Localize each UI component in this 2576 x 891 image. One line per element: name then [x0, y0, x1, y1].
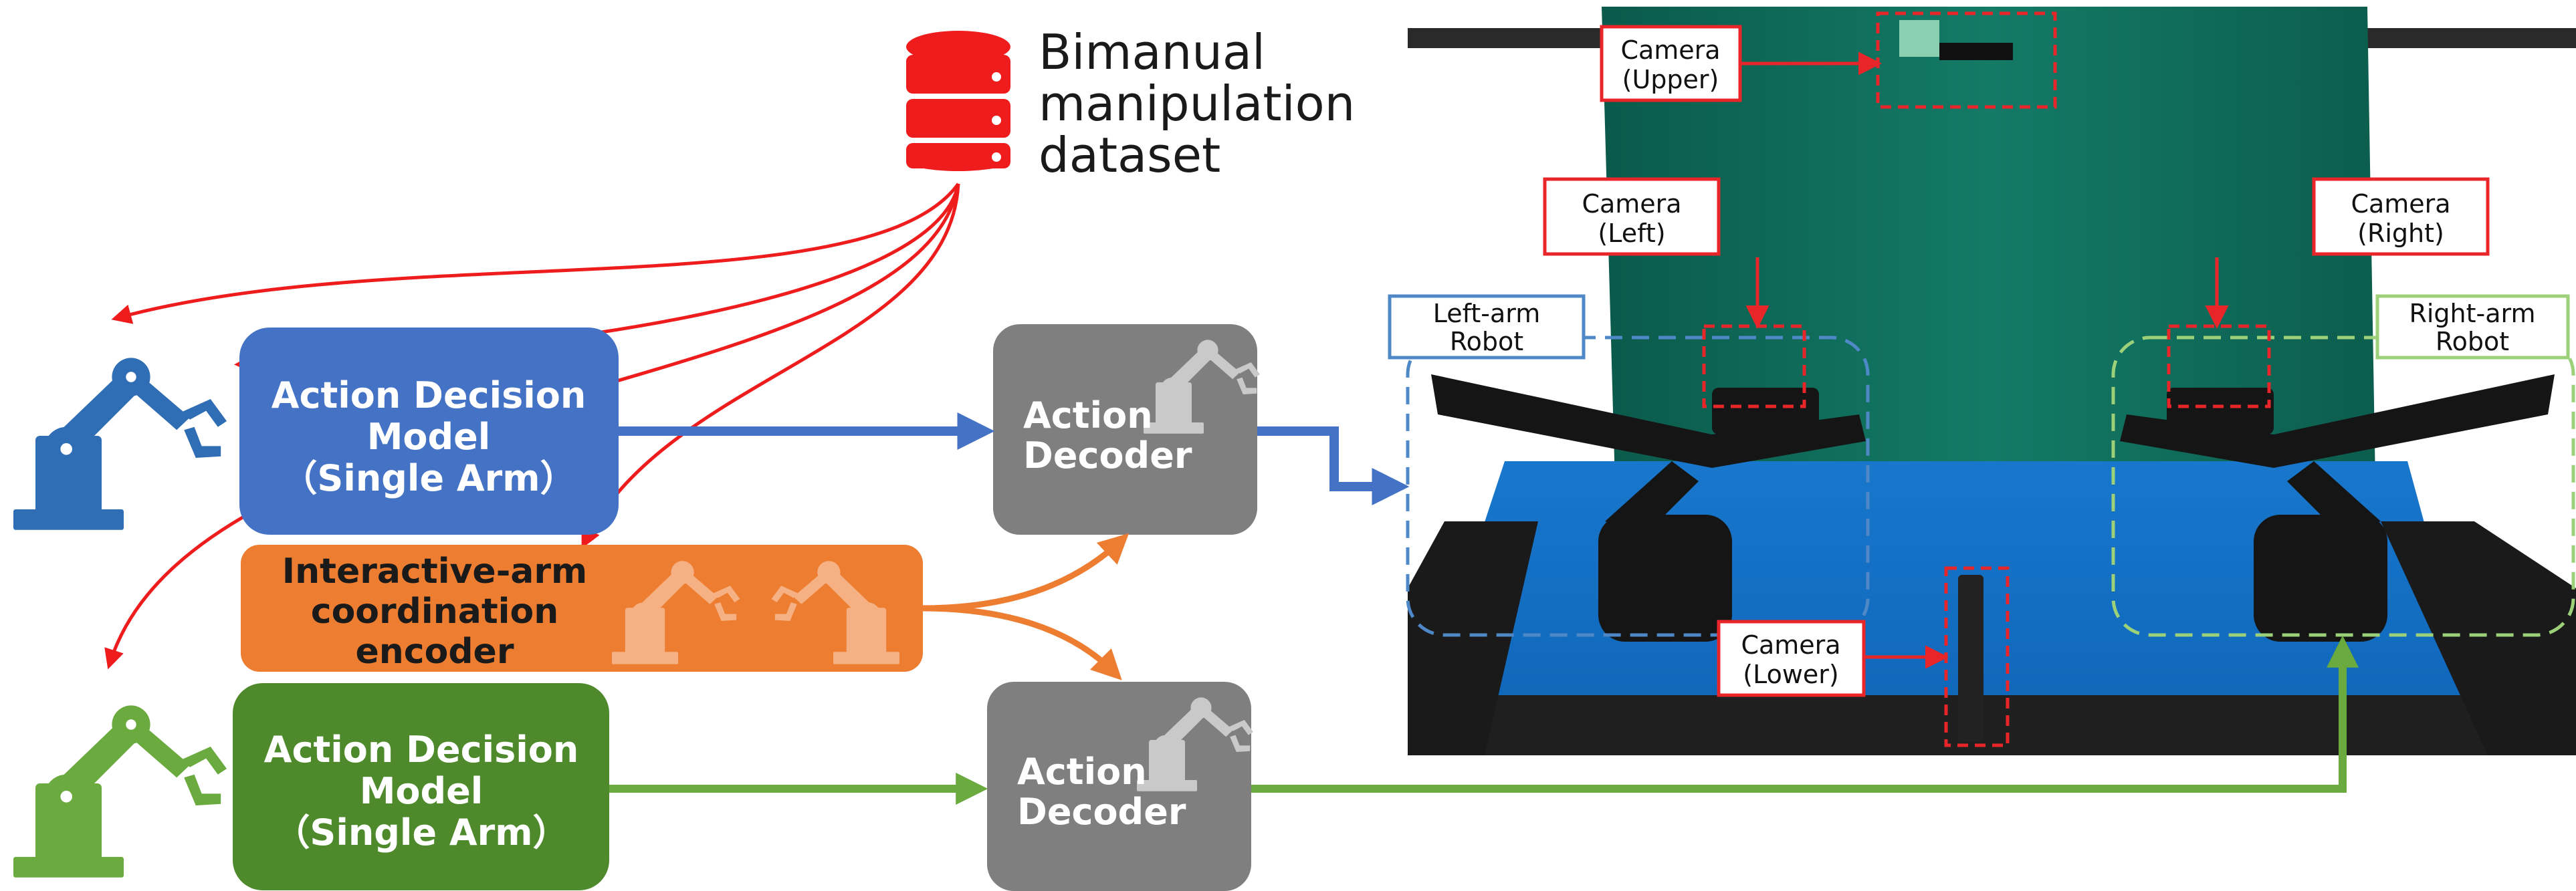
action-decoder-left: Action Decoder [993, 324, 1260, 535]
svg-text:Model: Model [367, 416, 491, 458]
robot-setup-photo [1408, 0, 2576, 755]
svg-text:Decoder: Decoder [1017, 791, 1186, 833]
svg-text:(Lower): (Lower) [1743, 660, 1838, 689]
svg-text:Left-arm: Left-arm [1433, 299, 1540, 328]
robot-arm-icon [13, 358, 227, 530]
svg-text:(Left): (Left) [1598, 219, 1665, 248]
svg-text:manipulation: manipulation [1039, 76, 1355, 132]
camera-left-label: Camera (Left) [1543, 177, 1721, 256]
camera-left-marker [1702, 324, 1806, 408]
svg-text:Robot: Robot [1450, 327, 1523, 356]
left-arm-robot-label: Left-arm Robot [1388, 294, 1586, 360]
action-decision-model-left: Action Decision Model （Single Arm） [239, 328, 619, 535]
svg-text:Decoder: Decoder [1023, 434, 1192, 477]
svg-text:Bimanual: Bimanual [1039, 24, 1265, 80]
svg-text:Action Decision: Action Decision [264, 729, 579, 771]
svg-text:Right-arm: Right-arm [2409, 299, 2535, 328]
svg-text:(Right): (Right) [2357, 219, 2444, 248]
svg-text:Robot: Robot [2436, 327, 2509, 356]
dataset-label: Bimanual manipulation dataset [1039, 24, 1355, 183]
svg-text:Camera: Camera [1582, 189, 1681, 219]
svg-text:Action Decision: Action Decision [272, 374, 586, 416]
svg-text:Camera: Camera [2351, 189, 2450, 219]
camera-right-marker [2167, 324, 2271, 408]
left-decoder-to-robot-arrow [1257, 426, 1410, 505]
svg-text:coordination: coordination [311, 592, 559, 632]
svg-text:Interactive-arm: Interactive-arm [282, 551, 587, 592]
svg-text:dataset: dataset [1039, 127, 1220, 183]
camera-upper-label: Camera (Upper) [1600, 25, 1742, 102]
database-icon [906, 31, 1010, 171]
encoder-to-left-decoder-arrow [922, 533, 1130, 612]
encoder-to-right-decoder-arrow [922, 605, 1122, 680]
left-arm-region [1406, 336, 1870, 637]
right-arm-region [2111, 336, 2575, 637]
svg-text:encoder: encoder [356, 632, 514, 672]
interactive-arm-coordination-encoder: Interactive-arm coordination encoder [241, 545, 923, 672]
right-decoder-to-robot-arrow [1251, 635, 2359, 793]
svg-text:Camera: Camera [1741, 630, 1840, 660]
action-decision-model-right: Action Decision Model （Single Arm） [233, 683, 609, 890]
action-decoder-right: Action Decoder [987, 682, 1253, 891]
camera-lower-label: Camera (Lower) [1717, 620, 1866, 697]
camera-right-label: Camera (Right) [2312, 177, 2490, 256]
svg-text:（Single Arm）: （Single Arm） [281, 457, 576, 499]
svg-text:Camera: Camera [1620, 35, 1720, 65]
right-arm-robot-label: Right-arm Robot [2375, 294, 2570, 360]
svg-text:Action: Action [1023, 394, 1153, 436]
svg-text:Model: Model [360, 770, 484, 812]
svg-text:Action: Action [1017, 751, 1147, 793]
svg-text:（Single Arm）: （Single Arm） [274, 811, 568, 854]
svg-text:(Upper): (Upper) [1622, 65, 1719, 94]
robot-arm-icon [13, 705, 227, 878]
